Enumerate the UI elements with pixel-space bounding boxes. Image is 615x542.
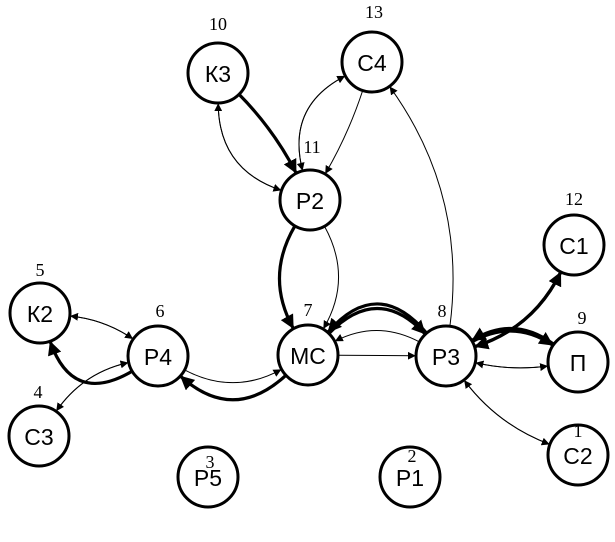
node-number: 4 — [34, 382, 43, 402]
node-circle — [414, 324, 478, 388]
edge-mc-to-p3 — [337, 351, 416, 360]
node-circle — [378, 445, 442, 509]
edge-mc-to-p4 — [180, 374, 287, 402]
edge-p4-to-k2 — [70, 312, 134, 340]
node-label: Р2 — [296, 188, 324, 214]
node-circle — [7, 404, 71, 468]
node-label: Р4 — [144, 344, 172, 370]
node-c2: С21 — [546, 421, 610, 487]
node-p4: Р4 6 — [126, 301, 190, 388]
node-number: 9 — [578, 308, 587, 328]
edge-p4-to-mc — [184, 369, 282, 384]
node-k2: К2 5 — [8, 260, 72, 345]
node-p: П9 — [546, 308, 610, 394]
edge-p3-to-c4 — [389, 86, 454, 327]
node-label: С4 — [357, 50, 387, 76]
node-number: 13 — [365, 2, 383, 22]
edge-p3-to-c2 — [463, 379, 550, 446]
edge-p-to-p3 — [475, 360, 549, 369]
node-number: 2 — [408, 446, 417, 466]
node-p3: Р3 8 — [414, 301, 478, 388]
edge-p2-to-mc — [323, 226, 339, 329]
edge-p2-to-mc — [277, 225, 297, 330]
node-label: МС — [290, 343, 326, 369]
node-circle — [176, 445, 240, 509]
edge-c2-to-p3 — [464, 380, 551, 445]
node-c4: С4 13 — [340, 2, 404, 94]
node-circle — [340, 30, 404, 94]
node-number: 7 — [304, 300, 313, 320]
edge-k3-to-p2 — [237, 93, 298, 174]
edge-p2-to-k3 — [214, 103, 282, 191]
edge-p4-to-k2 — [48, 340, 133, 386]
node-label: П — [570, 350, 587, 376]
edge-p2-to-c4 — [298, 75, 346, 172]
node-p5: Р53 — [176, 445, 240, 509]
edge-p3-to-mc — [334, 329, 420, 343]
edges-layer — [48, 75, 563, 446]
node-mc: МС 7 — [276, 300, 340, 387]
node-c1: С1 12 — [542, 189, 606, 277]
node-number: 12 — [565, 189, 583, 209]
edge-c4-to-p2 — [325, 90, 364, 174]
edge-p3-to-mc — [327, 302, 428, 335]
node-number: 5 — [36, 260, 45, 280]
node-circle — [276, 323, 340, 387]
edge-k2-to-p4 — [69, 315, 134, 339]
node-label: К3 — [205, 61, 231, 87]
node-circle — [8, 281, 72, 345]
node-label: С1 — [559, 233, 588, 259]
node-circle — [546, 330, 610, 394]
node-number: 11 — [303, 137, 320, 157]
edge-c3-to-p4 — [55, 360, 129, 412]
node-number: 6 — [156, 301, 165, 321]
node-circle — [542, 213, 606, 277]
edge-c1-to-p3 — [474, 271, 563, 350]
node-number: 10 — [209, 14, 227, 34]
node-label: К2 — [27, 301, 53, 327]
node-c3: С3 4 — [7, 382, 71, 468]
node-circle — [126, 324, 190, 388]
node-label: С2 — [563, 443, 592, 469]
node-p2: Р2 11 — [278, 137, 342, 232]
node-number: 1 — [574, 421, 583, 441]
node-label: Р1 — [396, 465, 424, 491]
edge-p-to-p3 — [471, 326, 555, 346]
node-label: С3 — [24, 424, 53, 450]
node-circle — [186, 41, 250, 105]
node-number: 3 — [206, 452, 215, 472]
node-number: 8 — [438, 301, 447, 321]
node-label: Р5 — [194, 465, 222, 491]
node-circle — [278, 168, 342, 232]
nodes-layer: К310С413Р211МС7Р46К25С34Р38С112П9С21Р53Р… — [7, 2, 610, 509]
edge-mc-to-p3 — [327, 306, 426, 335]
node-p1: Р12 — [378, 445, 442, 509]
node-circle — [546, 423, 610, 487]
node-label: Р3 — [432, 344, 460, 370]
node-k3: К3 10 — [186, 14, 250, 105]
